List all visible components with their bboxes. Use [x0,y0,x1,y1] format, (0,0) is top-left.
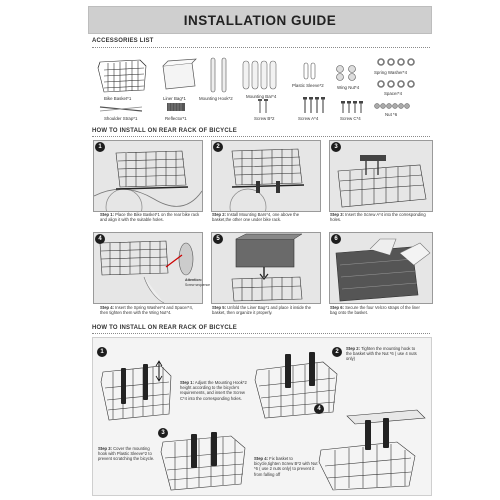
label-spacer: Spacer*4 [384,91,403,96]
section1-step3-text: Step 3: Insert the Screw A*4 into the co… [330,212,426,222]
step1-image [93,140,203,212]
section2-step4-number: 4 [314,404,324,414]
accessories-heading: ACCESSORIES LIST [92,38,154,44]
step2-number: 2 [213,142,223,152]
step-text: Tighten the mounting hook to the basket … [346,346,417,362]
step-text: Install Mounting Bars*4, one above the b… [212,212,300,223]
wing-nut-illustration [336,65,356,81]
step-label: Step 4: [100,305,114,310]
step-text: Fix basket to bicycle,tighten Screw B*2 … [254,456,318,477]
label-shoulder-strap: Shoulder Strap*1 [104,116,138,121]
step-text: Insert the Spring Washer*4 and Spacer*4,… [100,305,193,316]
mounting-hook-illustration [210,57,227,93]
screw-b-illustration [258,99,268,113]
step-label: Step 5: [212,305,226,310]
step-text: Secure the four Velcro straps of the lin… [330,305,420,316]
section1-step4-text: Step 4: Insert the Spring Washer*4 and S… [100,305,200,315]
step5-number: 5 [213,234,223,244]
step6-image [329,232,433,304]
divider [92,47,430,48]
screw-c-illustration [341,101,363,113]
label-liner-bag: Liner Bag*1 [163,96,186,101]
section2-panel [92,337,432,496]
label-screw-a: Screw A*4 [298,116,319,121]
step-label: Step 3: [98,446,112,451]
screw-a-illustration [303,97,325,113]
section2-step3-number: 3 [158,428,168,438]
step6-number: 6 [331,234,341,244]
label-plastic-sleeve: Plastic Sleeve*2 [292,83,324,88]
section2-step4-text: Step 4: Fix basket to bicycle,tighten Sc… [254,456,318,477]
section2-step1-number: 1 [97,347,107,357]
section2-step1-text: Step 1: Adjust the Mounting Hook*2 heigh… [180,380,248,401]
shoulder-strap-illustration [99,106,143,112]
step4-number: 4 [95,234,105,244]
section2-heading: HOW TO INSTALL ON REAR RACK OF BICYCLE [92,325,237,331]
step1-number: 1 [95,142,105,152]
section2-step2-text: Step 2: Tighten the mounting hook to the… [346,346,422,362]
step4-image [93,232,203,304]
plastic-sleeve-illustration [303,62,316,80]
step-text: Unfold the Liner Bag*1 and place it insi… [212,305,311,316]
step-text: Adjust the Mounting Hook*2 height accord… [180,380,247,401]
section1-step2-text: Step 2: Install Mounting Bars*4, one abo… [212,212,316,222]
label-reflector: Reflector*1 [165,116,187,121]
step3-number: 3 [331,142,341,152]
section1-step6-text: Step 6: Secure the four Velcro straps of… [330,305,426,315]
step-label: Step 2: [346,346,360,351]
step-text: Place the Bike Basket*1 on the rear bike… [100,212,200,223]
section1-heading: HOW TO INSTALL ON REAR RACK OF BICYCLE [92,128,237,134]
step-text: Insert the Screw A*4 into the correspond… [330,212,426,223]
mounting-bar-illustration [242,60,277,90]
liner-bag-illustration [162,58,197,90]
label-spring-washer: Spring Washer*4 [374,70,408,75]
step-label: Step 2: [212,212,226,217]
label-bike-basket: Bike Basket*1 [104,96,132,101]
label-mounting-bar: Mounting Bar*4 [246,94,277,99]
divider [92,136,430,137]
step-label: Step 4: [254,456,268,461]
step2-image [211,140,321,212]
reflector-illustration [167,103,185,111]
spring-washer-illustration [377,58,415,66]
divider [92,333,430,334]
page-title: INSTALLATION GUIDE [88,6,432,34]
step5-image [211,232,321,304]
step-text: Cover the mounting hook with Plastic Sle… [98,446,155,462]
label-screw-b: Screw B*2 [254,116,275,121]
section1-step1-text: Step 1: Place the Bike Basket*1 on the r… [100,212,200,222]
section2-step3-text: Step 3: Cover the mounting hook with Pla… [98,446,158,462]
attention-sub: Screw sequence [185,283,211,287]
section2-step2-number: 2 [332,347,342,357]
step-label: Step 6: [330,305,344,310]
step-label: Step 1: [180,380,194,385]
bike-basket-illustration [97,59,147,93]
step-label: Step 1: [100,212,114,217]
step3-image [329,140,433,212]
section1-step5-text: Step 5: Unfold the Liner Bag*1 and place… [212,305,316,315]
label-wing-nut: Wing Nut*4 [337,85,360,90]
nut-illustration [374,103,410,109]
label-mounting-hook: Mounting Hook*2 [199,96,233,101]
label-nut: Nut *6 [385,112,398,117]
attention-label: Attention: [185,278,202,282]
step-label: Step 3: [330,212,344,217]
label-screw-c: Screw C*4 [340,116,361,121]
spacer-illustration [377,80,415,88]
